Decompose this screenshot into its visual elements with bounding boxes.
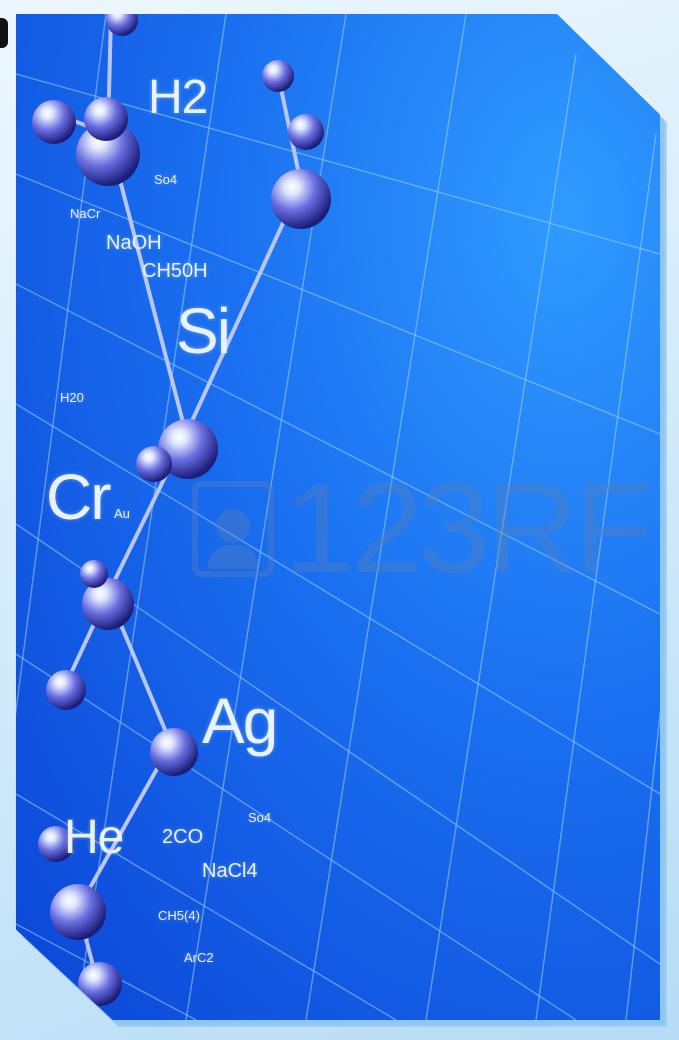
label-si: Si [176,295,231,367]
label-naoh: NaOH [106,232,162,254]
label-he: He [64,811,124,864]
watermark-text: 123RF [284,457,652,600]
label-au: Au [114,506,130,521]
grid-and-molecules [16,14,660,1020]
label-so4-bottom: So4 [248,810,272,825]
molecule-atoms [32,14,331,1006]
grid-lines [16,14,660,1020]
camera-person-icon [192,481,274,577]
molecule-bonds [54,14,303,986]
label-arc2: ArC2 [184,950,214,965]
label-ag: Ag [202,685,278,757]
molecule-photo: H2 So4 NaCr NaOH CH50H Si H20 Cr Au Ag S… [16,14,660,1020]
label-ch5: CH5(4) [158,908,200,923]
corner-mark [0,18,8,48]
label-so4-top: So4 [154,172,178,187]
watermark: 123RF [192,454,652,604]
label-ch50h: CH50H [142,260,208,282]
label-h2: H2 [148,71,208,124]
label-2co: 2CO [162,826,204,848]
label-h20: H20 [60,390,84,405]
label-nacl4: NaCl4 [202,860,258,882]
label-cr: Cr [46,461,112,533]
label-nacr: NaCr [70,206,101,221]
